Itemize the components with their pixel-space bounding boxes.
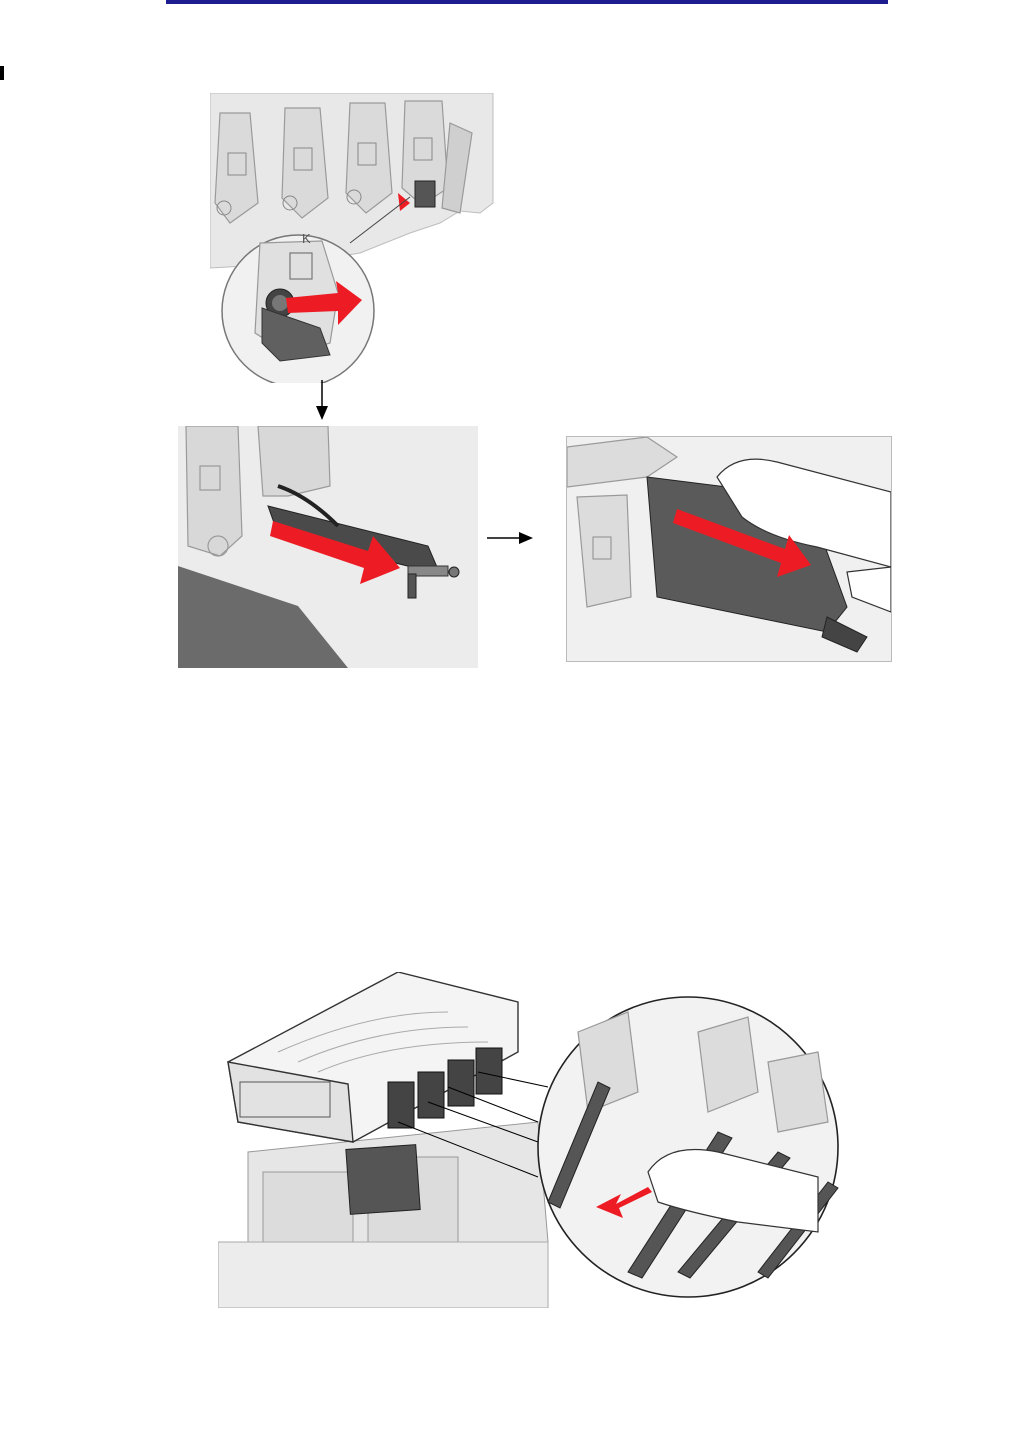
figure-release-lever: K (210, 93, 500, 383)
arrow-right-icon (487, 530, 533, 546)
change-bar (0, 66, 4, 80)
header-rule (166, 0, 888, 4)
figure-slide-out-cartridge (178, 426, 478, 668)
hand-remove-cartridge-illustration (567, 437, 891, 661)
figure-remove-cartridge (566, 436, 892, 662)
printer-unlock-lever-illustration: K (210, 93, 500, 383)
svg-text:K: K (302, 231, 311, 246)
figure-clean-lens (218, 972, 842, 1308)
clean-printhead-lens-illustration (218, 972, 842, 1308)
arrow-down-icon (312, 380, 332, 420)
pull-out-cartridge-illustration (178, 426, 478, 668)
